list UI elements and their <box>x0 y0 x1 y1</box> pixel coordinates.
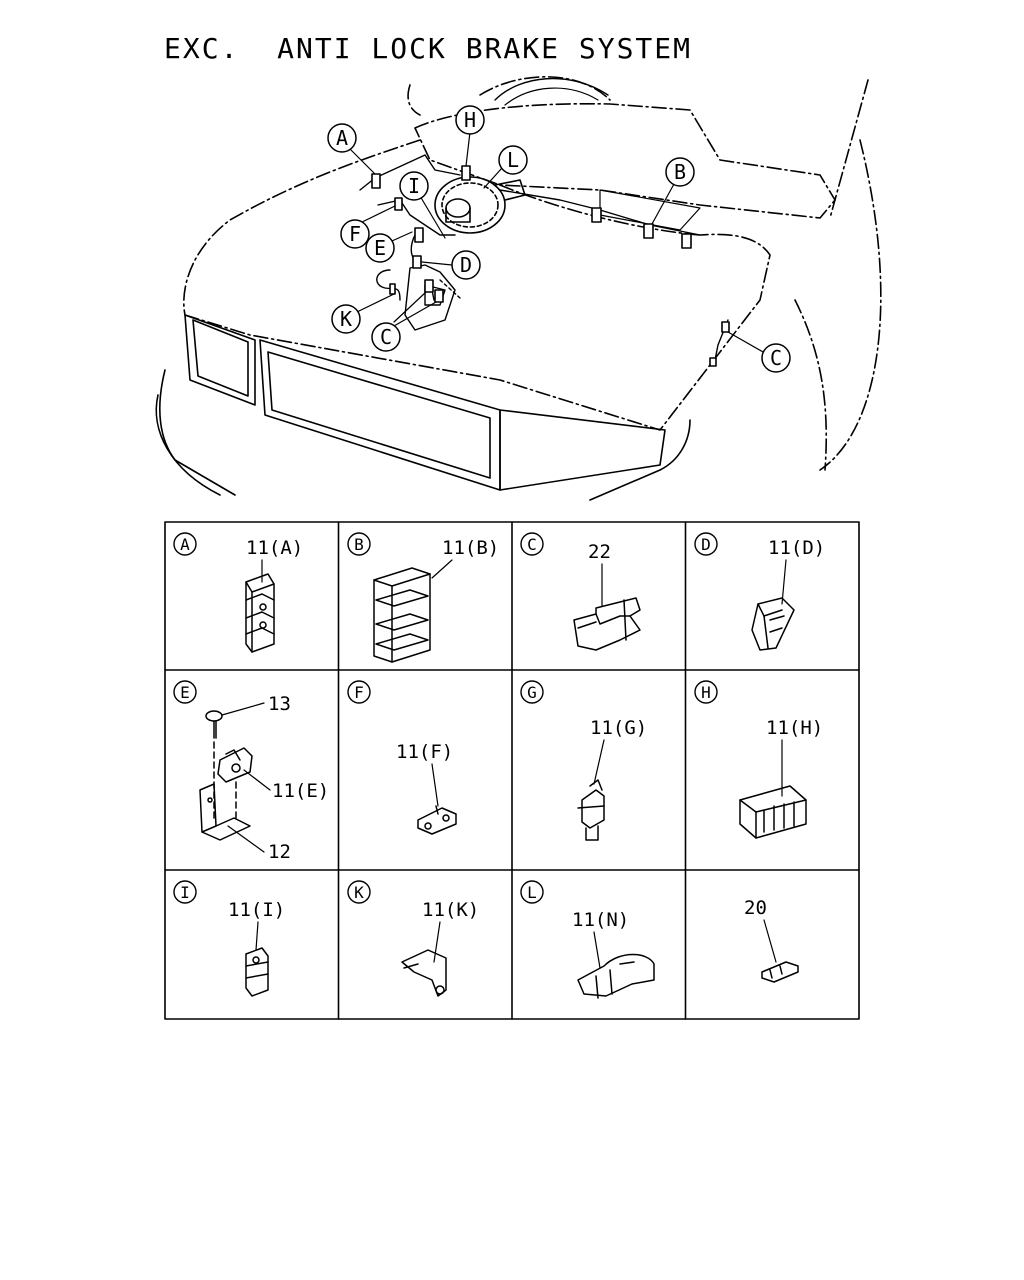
callout-k: K <box>340 307 352 331</box>
cell-letter-g: G <box>527 683 537 702</box>
part-label-f: 11(F) <box>396 741 453 763</box>
clip-e-drawing <box>199 710 253 841</box>
callout-circles <box>327 105 791 373</box>
hood-outline <box>183 76 882 471</box>
part-label-e-13: 13 <box>268 693 291 715</box>
part-label-e: 11(E) <box>272 780 329 802</box>
callout-e: E <box>374 236 386 260</box>
front-fascia <box>155 314 691 501</box>
callout-b: B <box>674 160 686 184</box>
callout-f: F <box>349 222 361 246</box>
engine-bay-illustration: A H L B I F E D K C C <box>155 76 882 501</box>
clip-d-drawing <box>751 597 795 651</box>
cell-letter-d: D <box>701 535 711 554</box>
cell-letter-e: E <box>180 683 190 702</box>
cell-letter-h: H <box>701 683 711 702</box>
clip-a-drawing <box>245 573 275 653</box>
cell-letter-b: B <box>354 535 364 554</box>
part-label-l: 11(N) <box>572 909 629 931</box>
part-label-a: 11(A) <box>246 537 303 559</box>
part-label-i: 11(I) <box>228 899 285 921</box>
cell-letter-c: C <box>527 535 537 554</box>
callout-c-right: C <box>770 346 782 370</box>
clip-20-drawing <box>761 961 799 983</box>
clip-c-drawing <box>573 597 641 651</box>
part-leader-lines <box>221 559 787 969</box>
part-label-d: 11(D) <box>768 537 825 559</box>
part-label-k: 11(K) <box>422 899 479 921</box>
part-label-c: 22 <box>588 541 611 563</box>
callout-h: H <box>464 108 476 132</box>
callout-c-left: C <box>380 325 392 349</box>
part-label-e-12: 12 <box>268 841 291 863</box>
part-label-b: 11(B) <box>442 537 499 559</box>
steering-wheel <box>494 77 609 101</box>
clip-l-drawing <box>577 953 655 999</box>
cell-letters: A B C D E F G H I K L <box>180 535 711 902</box>
callout-d: D <box>460 253 472 277</box>
grid-lines <box>164 521 860 1020</box>
clip-f-drawing <box>417 805 457 835</box>
part-label-20: 20 <box>744 897 767 919</box>
cell-letter-i: I <box>180 883 190 902</box>
callout-a: A <box>336 126 348 150</box>
harness-clips <box>371 165 730 367</box>
cell-letter-f: F <box>354 683 364 702</box>
part-labels: 11(A) 11(B) 22 11(D) 13 11(E) 12 11(F) 1… <box>228 537 825 931</box>
cell-letter-k: K <box>354 883 364 902</box>
callout-i: I <box>408 174 420 198</box>
part-label-h: 11(H) <box>766 717 823 739</box>
cell-letter-l: L <box>527 883 537 902</box>
page-title: EXC. ANTI LOCK BRAKE SYSTEM <box>164 32 693 65</box>
clip-g-drawing <box>577 779 605 841</box>
leader-lines <box>348 131 764 353</box>
clip-h-drawing <box>739 785 807 839</box>
clip-k-drawing <box>401 949 447 997</box>
cell-letter-circles <box>173 532 718 904</box>
cell-letter-a: A <box>180 535 190 554</box>
callout-letters: A H L B I F E D K C C <box>336 108 782 370</box>
part-label-g: 11(G) <box>590 717 647 739</box>
clip-b-drawing <box>373 567 431 663</box>
callout-l: L <box>507 148 519 172</box>
clip-i-drawing <box>245 947 269 997</box>
